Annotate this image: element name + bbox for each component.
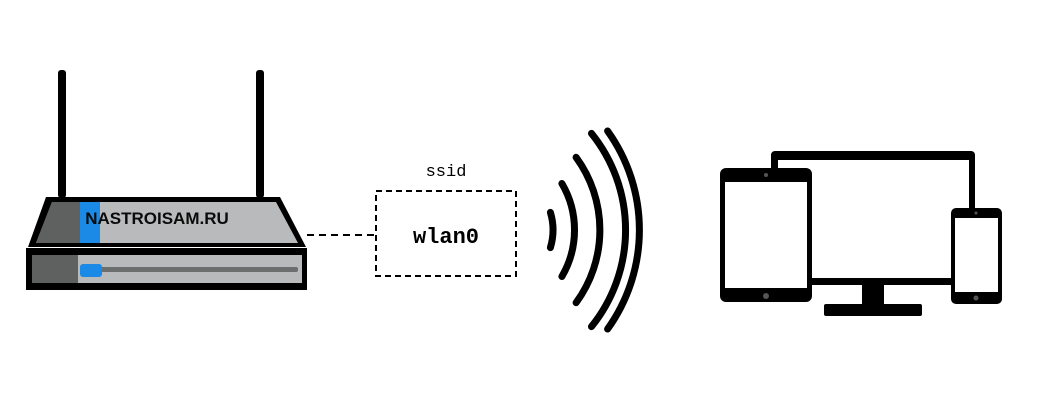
monitor-neck	[862, 285, 884, 307]
phone-icon	[951, 208, 1002, 304]
router-antenna-right	[256, 70, 264, 198]
router-antenna-left	[58, 70, 66, 198]
wifi-arc-4	[588, 129, 629, 331]
tablet-icon	[720, 168, 812, 302]
router-brand-label: NASTROISAM.RU	[85, 209, 229, 228]
wifi-signal-icon	[546, 127, 643, 333]
phone-screen	[955, 218, 998, 292]
phone-speaker	[974, 211, 978, 215]
phone-home-button	[973, 295, 979, 301]
monitor-base	[824, 304, 922, 316]
router-dark-panel	[36, 202, 80, 243]
wifi-arc-3	[572, 153, 604, 307]
router-dark-panel-lower	[32, 255, 78, 283]
router-blue-stripe	[80, 202, 100, 243]
ssid-box: wlan0	[375, 190, 517, 277]
wifi-arc-2	[558, 180, 578, 280]
router-led-light	[80, 264, 102, 277]
wifi-arc-5	[604, 127, 643, 333]
interface-name: wlan0	[413, 225, 479, 250]
tablet-home-button	[763, 293, 769, 299]
router-icon: NASTROISAM.RU	[26, 70, 307, 290]
router-led-strip	[100, 267, 298, 272]
router-top-face	[36, 202, 298, 243]
tablet-camera	[764, 173, 768, 177]
ssid-box-border	[375, 190, 517, 277]
ssid-label: ssid	[426, 163, 467, 182]
tablet-screen	[725, 182, 807, 288]
wifi-arc-1	[546, 208, 557, 252]
